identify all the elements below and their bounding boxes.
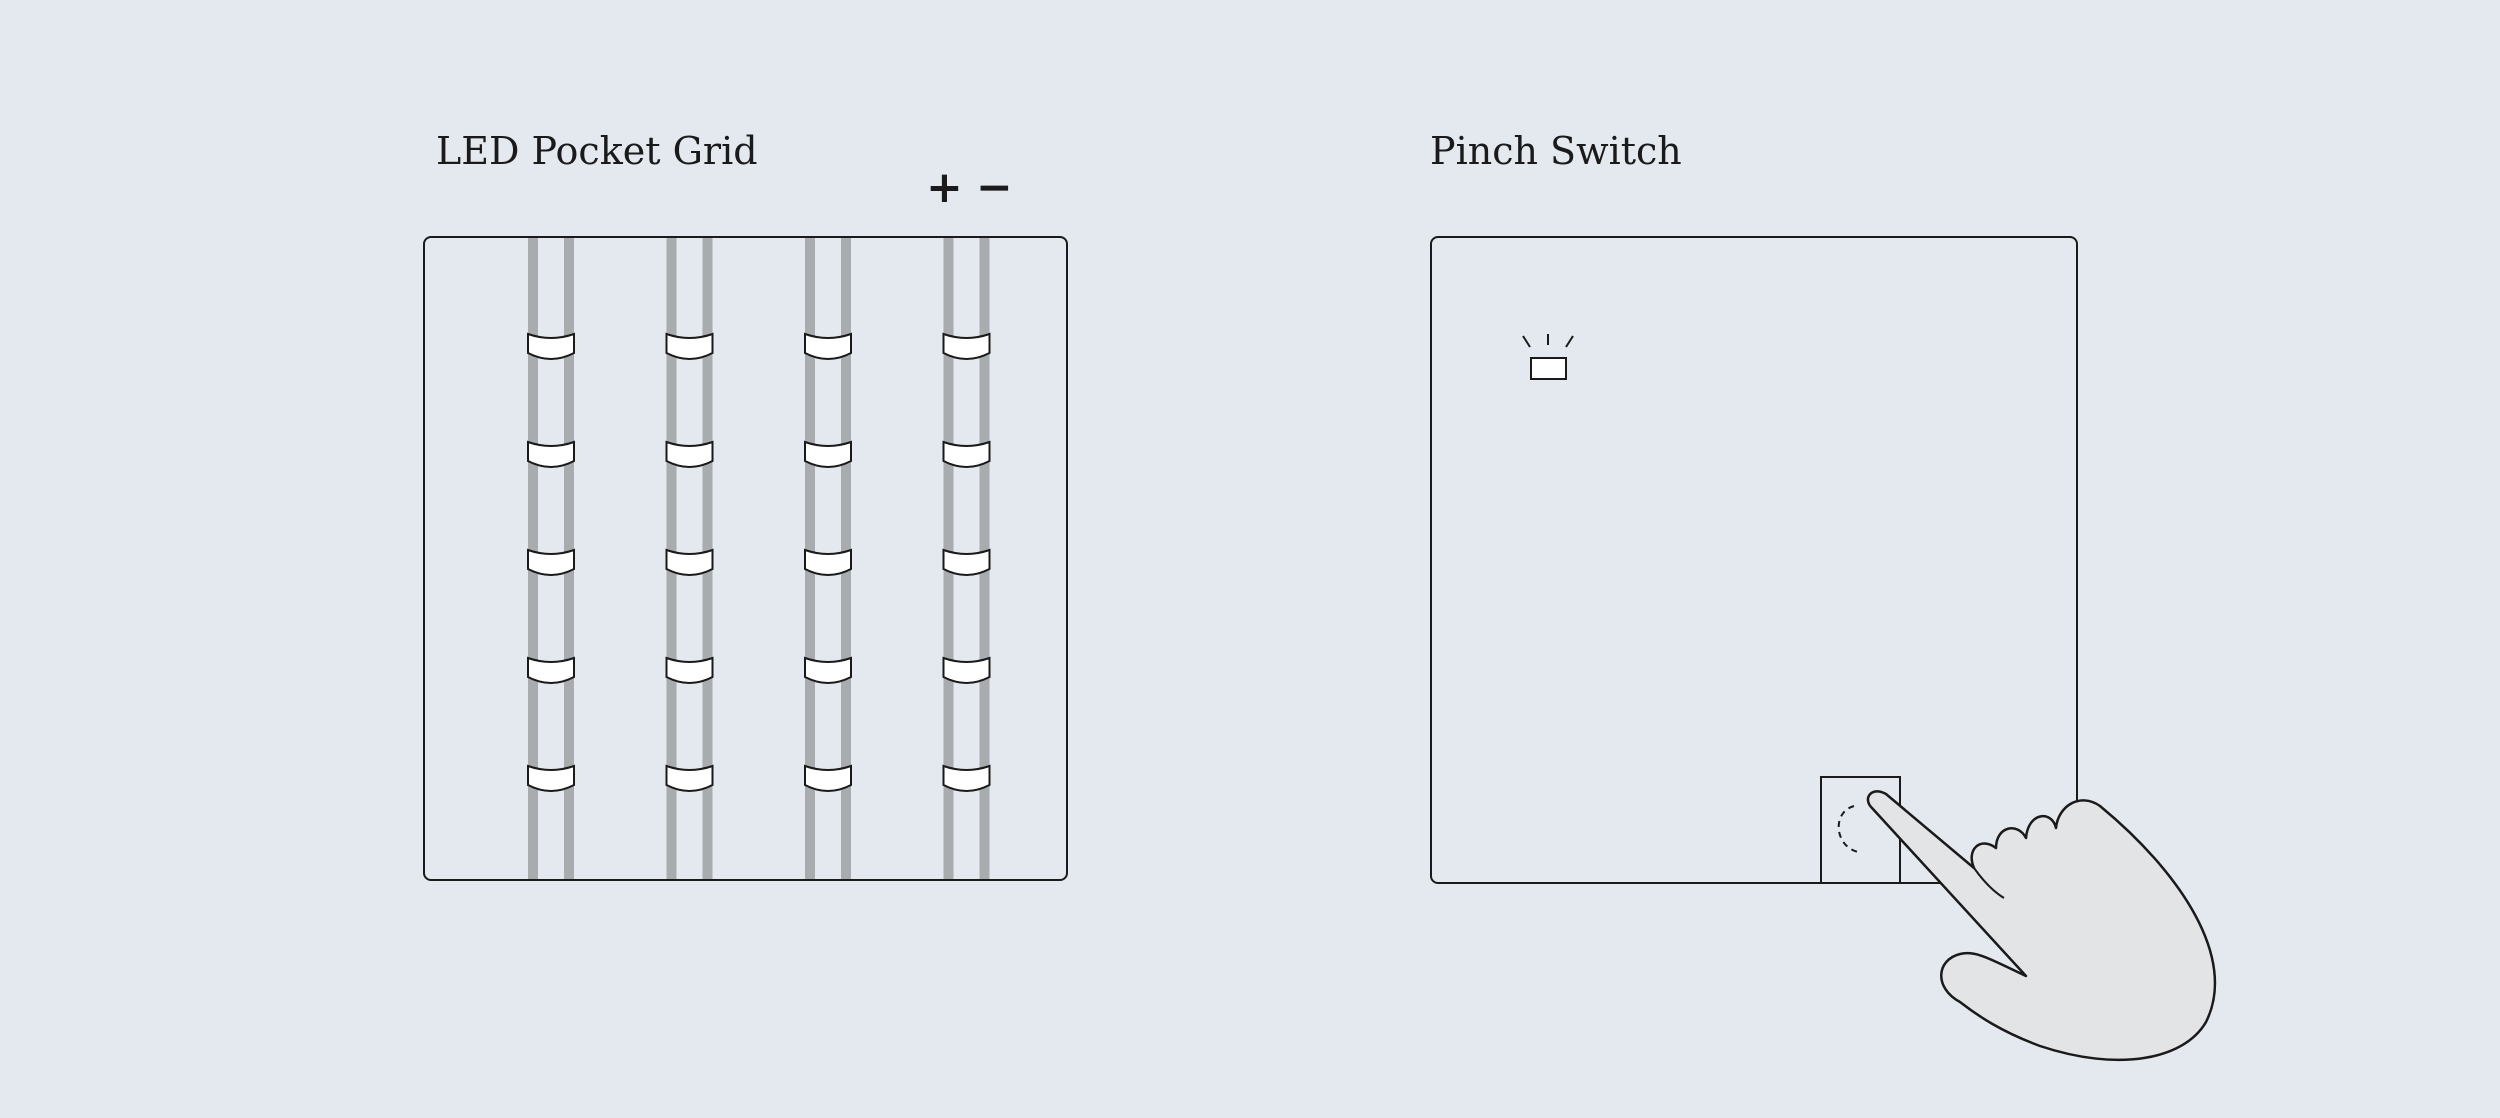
- led-pocket-icon: [804, 332, 852, 360]
- led-pocket-icon: [942, 656, 991, 684]
- led-pocket-icon: [527, 332, 575, 360]
- led-pocket-icon: [665, 440, 714, 468]
- minus-label: −: [976, 162, 1013, 213]
- plus-label: +: [926, 162, 963, 213]
- led-pocket-icon: [942, 440, 991, 468]
- led-pocket-icon: [527, 548, 575, 576]
- led-grid-panel: [423, 236, 1068, 881]
- led-grid-title: LED Pocket Grid: [436, 129, 758, 173]
- led-pocket-icon: [804, 656, 852, 684]
- switch-panel-outline: [1430, 236, 2078, 884]
- led-pocket-icon: [527, 440, 575, 468]
- led-pocket-icon: [665, 548, 714, 576]
- led-pocket-icon: [942, 764, 991, 792]
- led-panel-outline: [423, 236, 1068, 881]
- led-pocket-icon: [942, 332, 991, 360]
- led-pocket-icon: [527, 764, 575, 792]
- pinch-switch-title: Pinch Switch: [1430, 129, 1682, 173]
- led-pocket-icon: [942, 548, 991, 576]
- pinch-switch-panel: [1430, 236, 2217, 1062]
- led-pocket-icon: [665, 332, 714, 360]
- led-pocket-icon: [804, 440, 852, 468]
- conductive-traces: [528, 237, 990, 880]
- led-pocket-icon: [665, 656, 714, 684]
- pointing-hand-icon: [1866, 790, 2217, 1062]
- led-pocket-icon: [527, 656, 575, 684]
- switch-pad: [1820, 776, 1901, 884]
- indicator-led-icon: [1522, 334, 1574, 380]
- led-pocket-icon: [804, 764, 852, 792]
- press-point-marker: [1837, 805, 1859, 853]
- led-pockets: [527, 332, 991, 792]
- led-pocket-icon: [665, 764, 714, 792]
- led-pocket-icon: [804, 548, 852, 576]
